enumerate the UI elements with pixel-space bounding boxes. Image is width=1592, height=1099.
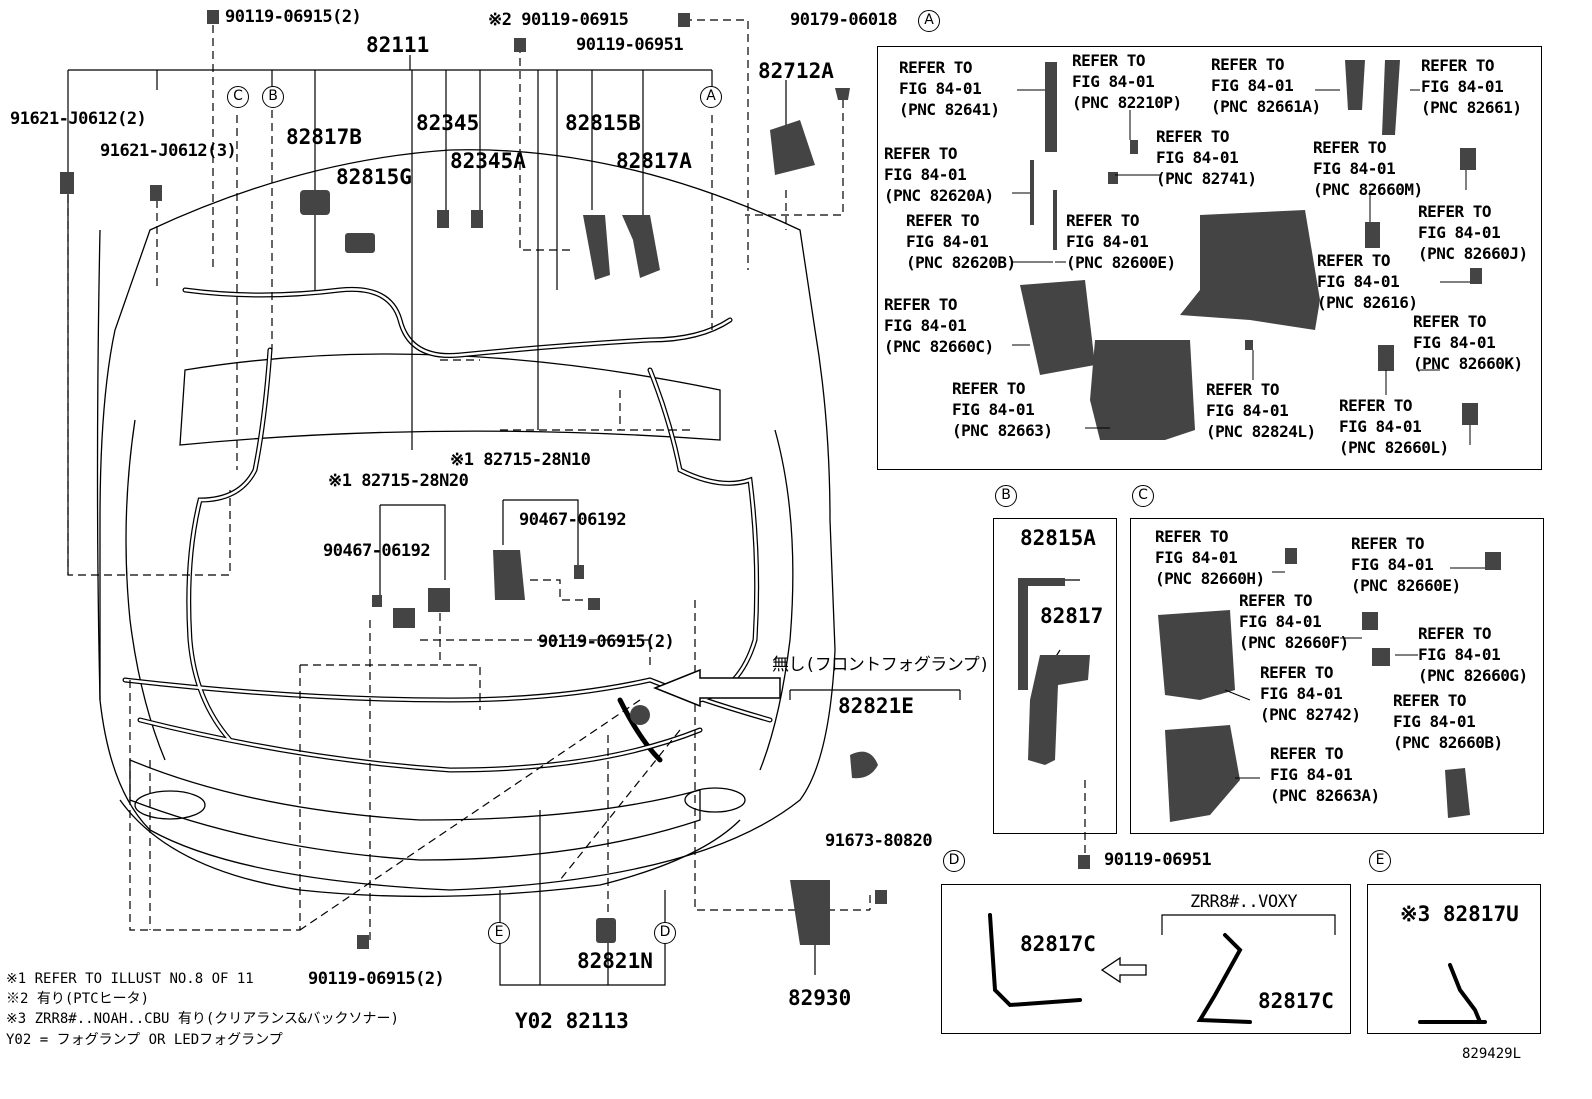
fastener-90119-06951-top: 90119-06951: [576, 35, 684, 55]
refer-82660K: REFER TO FIG 84-01 (PNC 82660K): [1413, 312, 1523, 373]
callout-b: B: [262, 86, 284, 108]
refer-82620B: REFER TO FIG 84-01 (PNC 82620B): [906, 211, 1016, 272]
fastener-90179-06018: 90179-06018: [790, 10, 898, 30]
callout-b-header: B: [995, 485, 1017, 507]
part-y02-82113: Y02 82113: [515, 1009, 629, 1033]
refer-82600E: REFER TO FIG 84-01 (PNC 82600E): [1066, 211, 1176, 272]
diagram-number: 829429L: [1462, 1046, 1522, 1062]
detail-box-d: [941, 884, 1351, 1034]
callout-d: D: [654, 922, 676, 944]
refer-82616: REFER TO FIG 84-01 (PNC 82616): [1317, 251, 1418, 312]
refer-82661: REFER TO FIG 84-01 (PNC 82661): [1421, 56, 1522, 117]
part-82815B: 82815B: [565, 111, 641, 135]
fastener-91621-J0612-2: 91621-J0612(2): [10, 109, 147, 129]
refer-82210P: REFER TO FIG 84-01 (PNC 82210P): [1072, 51, 1182, 112]
fastener-82715-28N10: ※1 82715-28N10: [450, 450, 591, 470]
part-82817A: 82817A: [616, 149, 692, 173]
fastener-90119-06915-mid: 90119-06915(2): [538, 632, 675, 652]
refer-82660H: REFER TO FIG 84-01 (PNC 82660H): [1155, 527, 1265, 588]
refer-82660L: REFER TO FIG 84-01 (PNC 82660L): [1339, 396, 1449, 457]
fastener-90467-06192-left: 90467-06192: [323, 541, 431, 561]
fastener-91673-80820: 91673-80820: [825, 831, 933, 851]
car-bumper: [119, 799, 741, 898]
box-c-components: [1158, 548, 1501, 822]
refer-82620A: REFER TO FIG 84-01 (PNC 82620A): [884, 144, 994, 205]
refer-82661A: REFER TO FIG 84-01 (PNC 82661A): [1211, 55, 1321, 116]
callout-a: A: [700, 86, 722, 108]
footnote-1: ※1 REFER TO ILLUST NO.8 OF 11: [6, 971, 254, 987]
refer-82660M: REFER TO FIG 84-01 (PNC 82660M): [1313, 138, 1423, 199]
car-windshield: [179, 353, 721, 446]
refer-82660E: REFER TO FIG 84-01 (PNC 82660E): [1351, 534, 1461, 595]
detail-box-e: [1367, 884, 1541, 1034]
fastener-90467-06192-right: 90467-06192: [519, 510, 627, 530]
part-82930: 82930: [788, 986, 852, 1010]
fastener-90119-06951-bottom: 90119-06951: [1104, 850, 1212, 870]
part-82815G: 82815G: [336, 165, 412, 189]
fog-lamp-note: 無し(フロントフォグランプ): [772, 655, 989, 675]
part-82821N: 82821N: [577, 949, 653, 973]
part-82712A: 82712A: [758, 59, 834, 83]
refer-82660J: REFER TO FIG 84-01 (PNC 82660J): [1418, 202, 1528, 263]
refer-82641: REFER TO FIG 84-01 (PNC 82641): [899, 58, 1000, 119]
part-82817U: ※3 82817U: [1400, 902, 1519, 926]
car-grille: [129, 759, 701, 861]
box-b-components: [1018, 578, 1090, 765]
refer-82742: REFER TO FIG 84-01 (PNC 82742): [1260, 663, 1361, 724]
fastener-90119-06915-ptc: ※2 90119-06915: [488, 10, 629, 30]
variant-label: ZRR8#..VOXY: [1190, 892, 1298, 912]
callout-c-header: C: [1132, 485, 1154, 507]
part-82345: 82345: [416, 111, 480, 135]
footnote-2: ※2 有り(PTCヒータ): [6, 991, 150, 1007]
fastener-90119-06915-top: 90119-06915(2): [225, 7, 362, 27]
part-82817: 82817: [1040, 604, 1104, 628]
part-82345A: 82345A: [450, 149, 526, 173]
box-a-components: [1020, 60, 1482, 440]
fastener-91621-J0612-3: 91621-J0612(3): [100, 141, 237, 161]
footnote-3: ※3 ZRR8#..NOAH..CBU 有り(クリアランス&バックソナー): [6, 1011, 399, 1027]
part-82817B: 82817B: [286, 125, 362, 149]
harness-main: [182, 286, 733, 359]
refer-82660F: REFER TO FIG 84-01 (PNC 82660F): [1239, 591, 1349, 652]
refer-82660B: REFER TO FIG 84-01 (PNC 82660B): [1393, 691, 1503, 752]
part-82821E: 82821E: [838, 694, 914, 718]
detail-box-c: [1130, 518, 1544, 834]
fastener-82715-28N20: ※1 82715-28N20: [328, 471, 469, 491]
connector-parts: [60, 10, 1090, 949]
refer-82663: REFER TO FIG 84-01 (PNC 82663): [952, 379, 1053, 440]
detail-box-b: [993, 518, 1117, 834]
refer-82824L: REFER TO FIG 84-01 (PNC 82824L): [1206, 380, 1316, 441]
fog-arrow: [652, 668, 781, 708]
d-arrow: [1100, 956, 1147, 984]
refer-82660G: REFER TO FIG 84-01 (PNC 82660G): [1418, 624, 1528, 685]
car-hood-outline: [99, 149, 836, 891]
part-82817C-right: 82817C: [1258, 989, 1334, 1013]
refer-82663A: REFER TO FIG 84-01 (PNC 82663A): [1270, 744, 1380, 805]
detail-box-a: [877, 46, 1542, 470]
fastener-90119-06915-bottom: 90119-06915(2): [308, 969, 445, 989]
part-82111: 82111: [366, 33, 430, 57]
refer-82741: REFER TO FIG 84-01 (PNC 82741): [1156, 127, 1257, 188]
part-82817C-left: 82817C: [1020, 932, 1096, 956]
part-82815A: 82815A: [1020, 526, 1096, 550]
callout-d-header: D: [943, 850, 965, 872]
callout-a-header: A: [918, 10, 940, 32]
refer-82660C: REFER TO FIG 84-01 (PNC 82660C): [884, 295, 994, 356]
callout-e-header: E: [1369, 850, 1391, 872]
callout-c: C: [227, 86, 249, 108]
footnote-4: Y02 = フォグランプ OR LEDフォグランプ: [6, 1032, 283, 1048]
callout-e: E: [488, 922, 510, 944]
